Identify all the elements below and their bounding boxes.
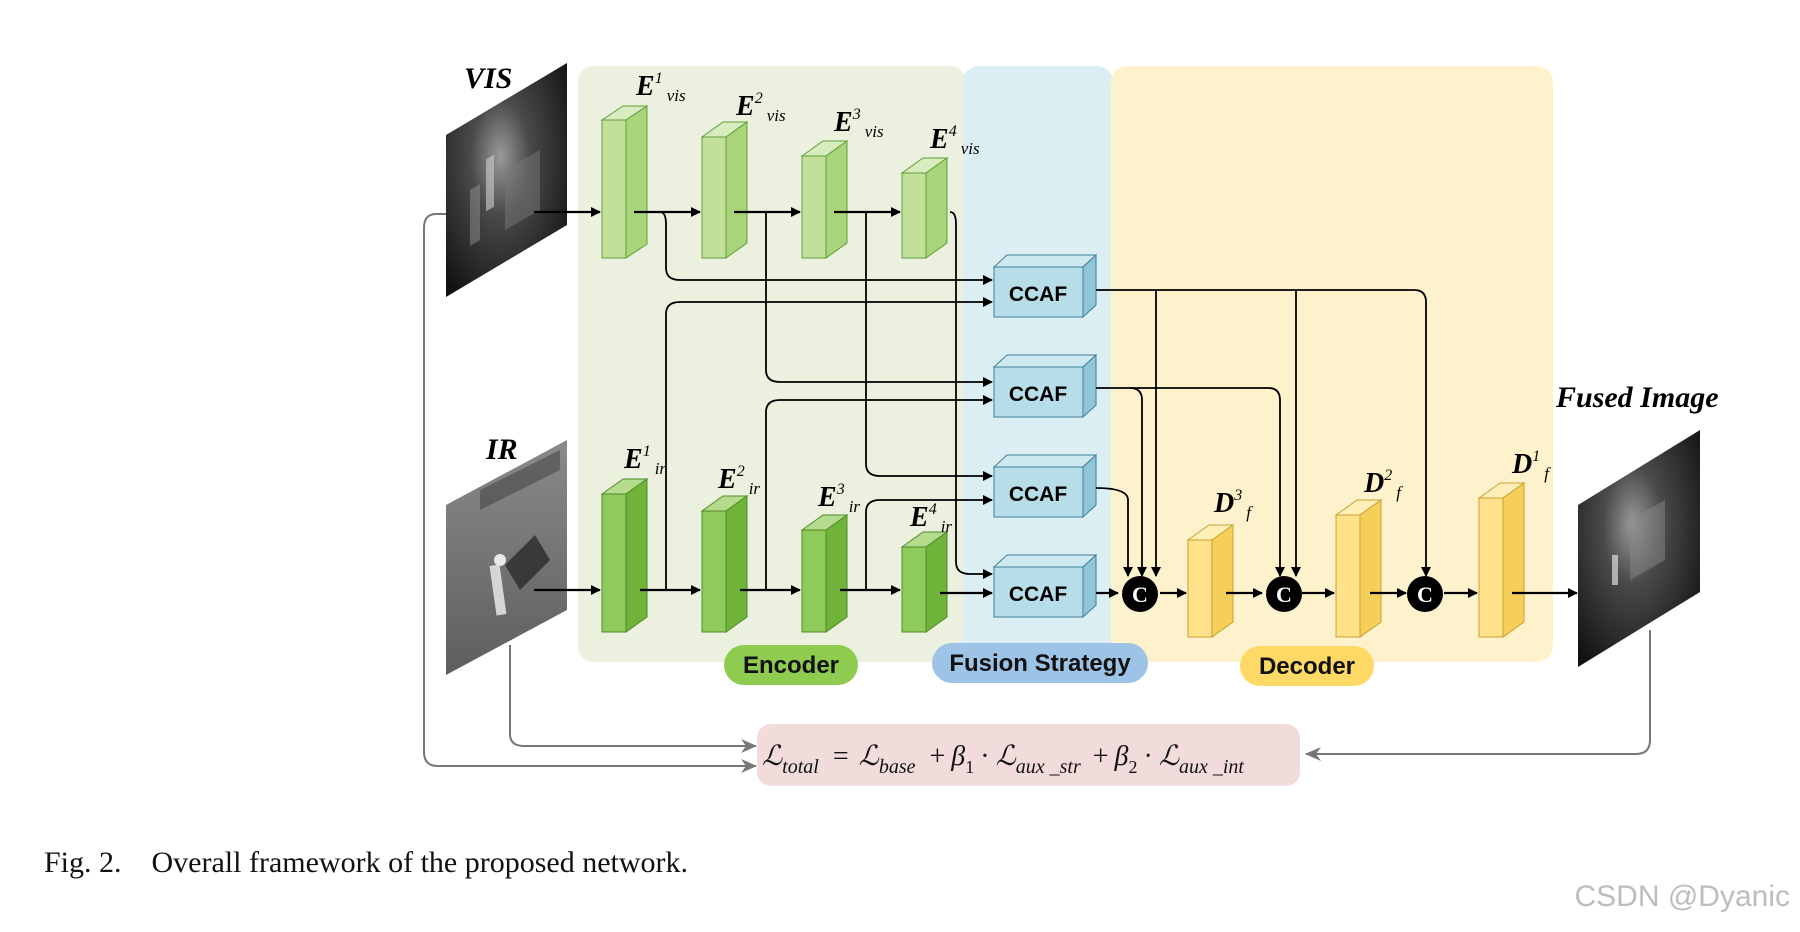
decoder-block-1 (1477, 482, 1526, 638)
concat-node-2 (1266, 576, 1302, 612)
encoder-ir-block-3 (800, 514, 849, 633)
ir-input-image (446, 440, 567, 675)
encoder-vis-label-3: E3vis (833, 106, 884, 141)
ccaf-block-2 (992, 353, 1098, 419)
concat-label-3: C (1417, 582, 1433, 607)
encoder-ir-block-1 (600, 478, 649, 633)
encoder-skip-connections (659, 211, 993, 591)
ir-label: IR (485, 433, 518, 466)
concat-label-1: C (1132, 582, 1148, 607)
encoder-vis-block-3 (800, 140, 849, 259)
encoder-pill-label: Encoder (743, 652, 839, 679)
encoder-vis-block-2 (700, 121, 749, 259)
encoder-vis-label-4: E4vis (929, 123, 980, 158)
decoder-label-2: D2f (1363, 467, 1403, 502)
encoder-ir-block-4 (900, 531, 949, 633)
fusion-pill-label: Fusion Strategy (949, 650, 1131, 677)
loss-equation: ℒtotal=ℒbase+β1·ℒaux _str+β2·ℒaux _int (762, 741, 1244, 778)
ccaf-block-3 (992, 453, 1098, 519)
decoder-pill-label: Decoder (1259, 653, 1355, 680)
figure-caption: Fig. 2. Overall framework of the propose… (44, 846, 689, 879)
encoder-panel (578, 66, 966, 662)
decoder-block-2 (1334, 499, 1383, 638)
encoder-ir-label-2: E2ir (717, 463, 760, 498)
ccaf-label-1: CCAF (1009, 283, 1067, 306)
loss-connectors (423, 213, 1651, 773)
loss-box (757, 724, 1300, 786)
vis-label: VIS (464, 62, 512, 95)
decoder-block-3 (1186, 524, 1235, 638)
encoder-vis-block-1 (600, 105, 649, 259)
concat-label-2: C (1276, 582, 1292, 607)
encoder-ir-label-1: E1ir (623, 443, 666, 478)
encoder-vis-label-1: E1vis (635, 70, 686, 105)
ccaf-block-4 (992, 553, 1098, 619)
ccaf-to-decoder-connections (1095, 289, 1431, 577)
decoder-pill (1240, 646, 1374, 686)
ccaf-label-2: CCAF (1009, 383, 1067, 406)
ccaf-label-3: CCAF (1009, 483, 1067, 506)
fused-image-label: Fused Image (1555, 381, 1719, 414)
concat-node-3 (1407, 576, 1443, 612)
watermark: CSDN @Dyanic (1574, 880, 1791, 913)
main-flow-arrows (534, 207, 1578, 598)
encoder-vis-label-2: E2vis (735, 90, 786, 125)
vis-input-image (446, 63, 567, 297)
decoder-panel (1111, 66, 1553, 662)
decoder-label-3: D3f (1213, 487, 1253, 522)
encoder-vis-block-4 (900, 157, 949, 259)
ccaf-block-1 (992, 253, 1098, 319)
concat-node-1 (1122, 576, 1158, 612)
encoder-ir-block-2 (700, 495, 749, 633)
ccaf-label-4: CCAF (1009, 583, 1067, 606)
fusion-pill (932, 643, 1148, 683)
encoder-ir-label-3: E3ir (817, 481, 860, 516)
fused-output-image (1578, 430, 1700, 667)
encoder-pill (724, 645, 858, 685)
encoder-ir-label-4: E4ir (909, 501, 952, 536)
decoder-label-1: D1f (1511, 448, 1551, 483)
